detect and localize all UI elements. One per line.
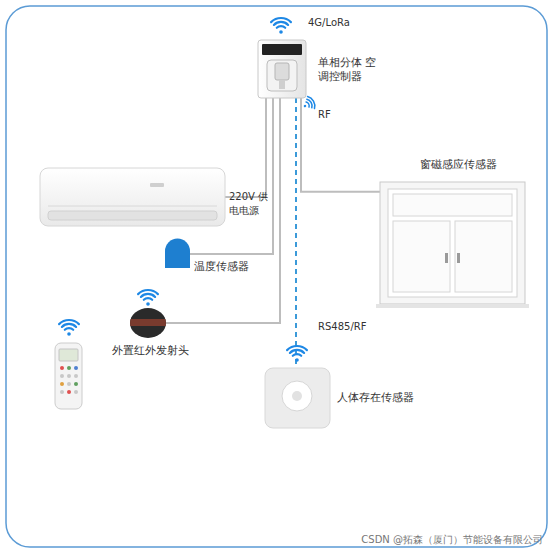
ir-emitter-illustration (128, 308, 168, 338)
wifi-icon (59, 320, 79, 336)
watermark: CSDN @拓森（厦门）节能设备有限公司 (361, 533, 543, 547)
remote-illustration (55, 343, 82, 409)
wifi-icon (138, 290, 158, 306)
presence-sensor-illustration (265, 368, 330, 428)
edge-label: RS485/RF (318, 320, 366, 334)
presence-sensor-box: 人体存在传感器 (265, 368, 330, 428)
node-label: 外置红外发射头 (112, 344, 212, 358)
node-label: 人体存在传感器 (337, 391, 437, 405)
wifi-icon (271, 18, 291, 34)
signal-link (295, 98, 297, 368)
controller-illustration (258, 40, 306, 98)
node-label: 单相分体 空调控制器 (318, 56, 378, 84)
node-label: 窗磁感应传感器 (420, 158, 520, 172)
window-illustration (376, 182, 529, 308)
air-conditioner-box: 220V 供电电源 (40, 168, 225, 226)
node-label: 温度传感器 (194, 260, 264, 274)
window-sensor-box: 窗磁感应传感器 (380, 182, 525, 304)
outer-frame (6, 6, 547, 547)
wifi-icon (287, 346, 307, 362)
signal-label: RF (318, 108, 331, 122)
air-conditioner-illustration (40, 168, 225, 226)
controller-box: 单相分体 空调控制器 (258, 40, 306, 98)
wire-connector (225, 98, 266, 197)
ir-emitter-box: 外置红外发射头 (130, 308, 166, 338)
node-label: 220V 供电电源 (229, 190, 275, 218)
wire-connector (301, 98, 380, 192)
temperature-sensor-illustration (165, 239, 190, 269)
temperature-sensor-box: 温度传感器 (165, 240, 190, 268)
signal-label: 4G/LoRa (308, 16, 350, 30)
